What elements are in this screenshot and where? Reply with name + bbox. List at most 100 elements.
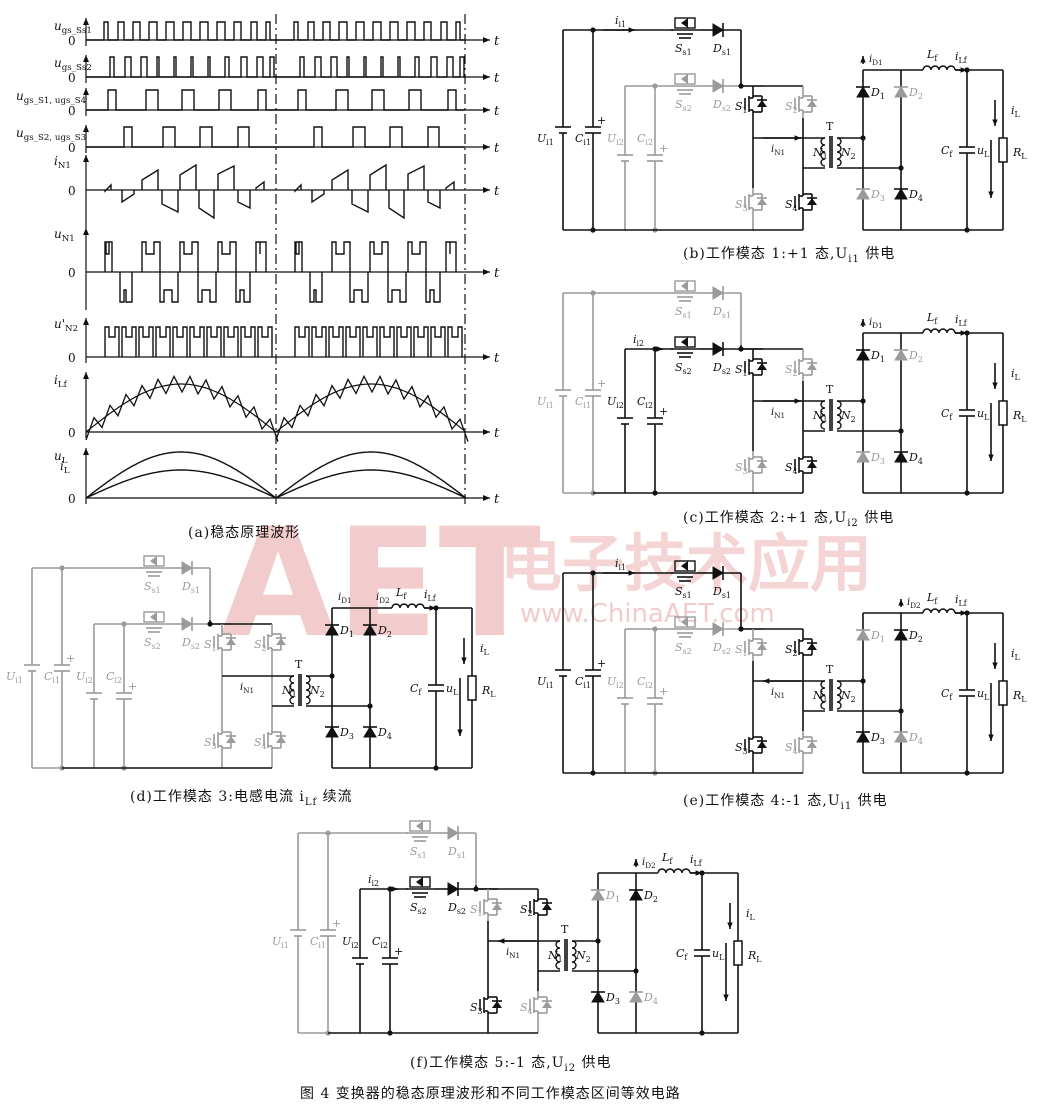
smos-body: [674, 616, 696, 628]
label-iD1: iD1: [869, 317, 883, 330]
primary-winding: [820, 137, 826, 167]
label-N2: N2: [840, 146, 856, 161]
diode-D4: [629, 991, 643, 1003]
label-Ss1: Ss1: [675, 42, 692, 57]
inductor-coil: [657, 868, 691, 874]
secondary-winding: [836, 680, 842, 710]
diode-D4: [894, 188, 908, 200]
label-Lf: Lf: [926, 48, 938, 63]
label-N1: N1: [812, 409, 828, 424]
label-Lf: Lf: [926, 591, 938, 606]
caption-b: (b)工作模态 1:+1 态,Ui1 供电: [683, 246, 896, 265]
arrow-head: [656, 346, 663, 352]
label-Ui2: Ui2: [76, 670, 93, 685]
label-D1: D1: [870, 349, 885, 364]
diode-Ds2: [712, 79, 724, 93]
switch-S1: [479, 893, 502, 921]
smos-diode: [681, 617, 688, 627]
label-N1: N1: [281, 684, 297, 699]
zero-label-4: 0: [68, 184, 76, 198]
trace-iN1: [104, 163, 455, 220]
arrow-ii2: [390, 886, 398, 892]
label-N2: N2: [309, 684, 325, 699]
arrow-head: [794, 398, 801, 404]
diode-D3: [325, 726, 339, 738]
label-Ci2: Ci2: [637, 132, 653, 147]
value-axis-arrow-7: [83, 372, 89, 379]
arrow-head: [988, 191, 994, 198]
trace-uN2: [104, 326, 463, 357]
diode-triangle: [712, 622, 724, 636]
diode-triangle: [363, 624, 377, 636]
diode-triangle: [712, 23, 724, 37]
signal-label-7: iLf: [54, 373, 68, 390]
caption-f: (f)工作模态 5:-1 态,Ui2 供电: [410, 1055, 612, 1074]
switch-Ss1: [140, 555, 168, 577]
diode-triangle: [856, 629, 870, 641]
source-Ui1: [555, 293, 571, 493]
diode-Ds1: [712, 566, 724, 580]
value-axis-arrow-8: [83, 448, 89, 455]
arrow-ii1: [603, 27, 635, 33]
zero-label-5: 0: [68, 266, 76, 280]
time-axis-arrow-6: [483, 354, 490, 360]
signal-label-1: ugs_Ss2: [54, 56, 92, 73]
smos-body: [409, 820, 431, 832]
arrow-iN1: [498, 938, 536, 944]
res-body: [998, 400, 1008, 426]
inductor-coil: [922, 65, 956, 71]
label-D1: D1: [870, 629, 885, 644]
arrow-head: [898, 599, 904, 606]
zero-label-8: 0: [68, 492, 76, 506]
caption-d: (d)工作模态 3:电感电流 iLf 续流: [130, 789, 353, 808]
diode-Ds2: [447, 882, 459, 896]
label-Ds1: Ds1: [712, 305, 731, 320]
arrow-head: [695, 870, 702, 876]
diode-triangle: [856, 86, 870, 98]
label-S1: S1: [735, 100, 748, 115]
switch-S2: [794, 633, 817, 661]
label-Ss1: Ss1: [144, 580, 161, 595]
arrow-iD1: [860, 56, 866, 64]
secondary-winding: [571, 940, 577, 970]
resistor-RL: [467, 608, 477, 768]
diode-triangle: [325, 624, 339, 636]
arrow-head: [960, 330, 967, 336]
label-S3: S3: [470, 1001, 483, 1016]
source-Ui2: [617, 86, 633, 230]
label-S3: S3: [735, 198, 748, 213]
label-iL: iL: [1011, 104, 1021, 119]
signal-label-4: iN1: [54, 154, 71, 171]
diode-Ds1: [447, 826, 459, 840]
label-T: T: [826, 383, 834, 396]
zero-label-7: 0: [68, 426, 76, 440]
mos-body-diode: [757, 643, 767, 650]
source-Ui2: [617, 629, 633, 773]
label-ii1: ii1: [615, 14, 626, 29]
label-Ss2: Ss2: [675, 641, 692, 656]
arrow-uL: [988, 140, 994, 198]
diode-D3: [591, 991, 605, 1003]
label-S1: S1: [735, 643, 748, 658]
arrow-head: [860, 56, 866, 63]
switch-S2: [794, 90, 817, 118]
diode-triangle: [591, 889, 605, 901]
diode-triangle: [181, 617, 193, 631]
zero-label-6: 0: [68, 351, 76, 365]
switch-Ss1: [671, 17, 699, 39]
label-D2: D2: [643, 889, 658, 904]
arrow-head: [628, 570, 635, 576]
label-iD2: iD2: [642, 857, 656, 870]
cap-plus: +: [659, 142, 668, 155]
switch-Ss2: [671, 336, 699, 358]
label-iN1: iN1: [771, 144, 785, 157]
arrow-head: [794, 135, 801, 141]
inductor-Lf: [922, 608, 956, 614]
cap-Ci1: +: [54, 568, 75, 768]
cap-plus: +: [659, 685, 668, 698]
label-Lf: Lf: [661, 851, 673, 866]
arrow-head: [633, 859, 639, 866]
diode-triangle: [181, 561, 193, 575]
